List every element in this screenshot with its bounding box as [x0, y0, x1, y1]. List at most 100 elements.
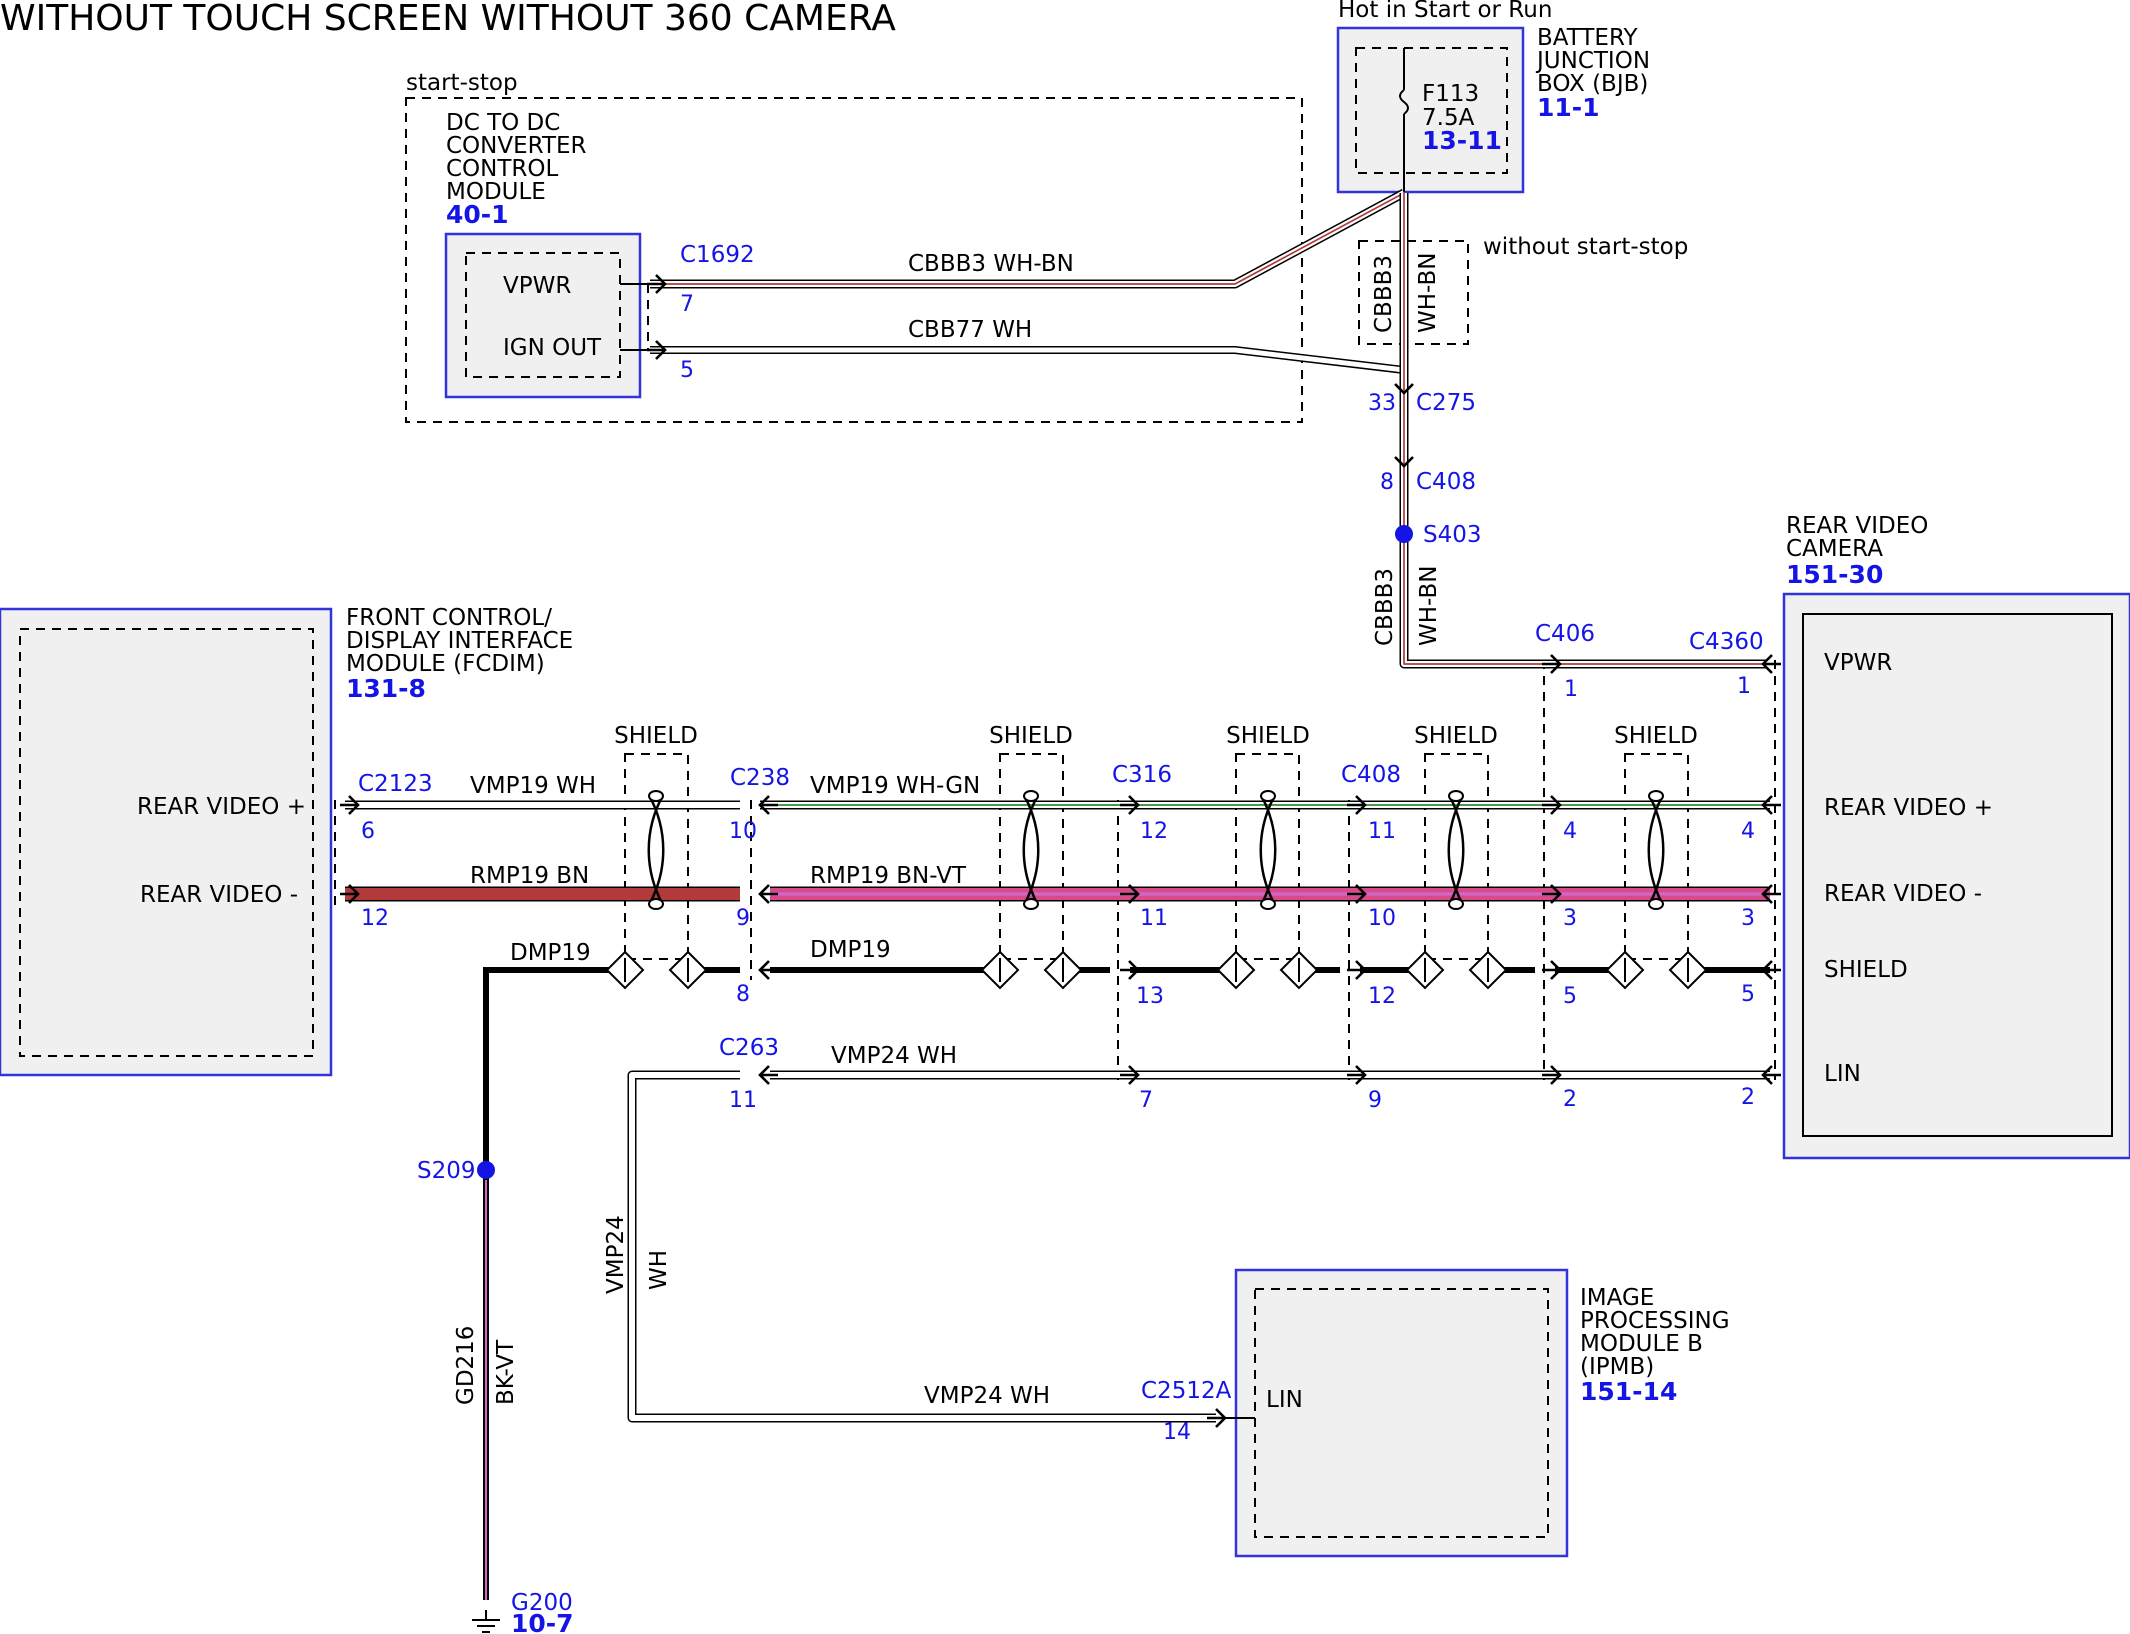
wire-label-cbbb3: CBBB3 WH-BN	[908, 251, 1074, 277]
wire-label-gd216-circuit: GD216	[453, 1326, 479, 1405]
fcdim-ref: 131-8	[346, 674, 426, 703]
pin-c4360-2: 2	[1741, 1085, 1755, 1110]
dcdc-name-1: DC TO DC	[446, 110, 560, 136]
arrow-c1692-7	[647, 274, 667, 294]
page-title: WITHOUT TOUCH SCREEN WITHOUT 360 CAMERA	[0, 0, 896, 39]
arrow-c408b-1	[1347, 884, 1367, 904]
arrow-c406-1	[1542, 654, 1562, 674]
pin-c4360-5: 5	[1741, 982, 1755, 1007]
pin-c316-7: 7	[1139, 1088, 1153, 1113]
pin-c4360-4: 4	[1741, 819, 1755, 844]
conn-c408-bottom: C408	[1341, 762, 1401, 788]
arrow-c238-2	[758, 960, 778, 980]
arrow-c406-2	[1542, 960, 1562, 980]
arrow-c406-3	[1542, 1065, 1562, 1085]
pin-c408-12: 12	[1368, 984, 1396, 1009]
wire-vmp24-b	[627, 1070, 1216, 1423]
conn-c1692: C1692	[680, 242, 755, 268]
wire-label-vmp24-v-color: WH	[646, 1250, 672, 1290]
pin-c263-11: 11	[729, 1088, 757, 1113]
conn-c2512a: C2512A	[1141, 1378, 1232, 1404]
arrow-c408b-3	[1347, 1065, 1367, 1085]
wire-label-cbbb3-v2-color: WH-BN	[1416, 566, 1442, 647]
camera-vpwr-pin: VPWR	[1824, 650, 1892, 676]
arrow-c406-1	[1542, 884, 1562, 904]
ipmb-name-4: (IPMB)	[1580, 1354, 1654, 1380]
pin-c275-33: 33	[1368, 391, 1396, 416]
pin-c316-11: 11	[1140, 906, 1168, 931]
shield-top-cap-3	[1448, 790, 1464, 802]
camera-rv-plus-pin: REAR VIDEO +	[1824, 795, 1993, 821]
shield-bottom-cap-2	[1260, 898, 1276, 910]
fcdim-rv-minus-pin: REAR VIDEO -	[140, 882, 298, 908]
ipmb-module: IMAGE PROCESSING MODULE B (IPMB) 151-14 …	[1234, 1268, 1730, 1558]
arrow-c2123-1	[340, 884, 360, 904]
arrow-c4360-0	[1761, 795, 1781, 815]
conn-g200: G200	[511, 1590, 573, 1616]
start-stop-group	[405, 97, 1303, 423]
arrow-c316-3	[1120, 1065, 1140, 1085]
bjb-name-3: BOX (BJB)	[1537, 71, 1648, 97]
conn-c406: C406	[1535, 621, 1595, 647]
arrow-c408-top	[1394, 456, 1414, 468]
shield-bottom-cap-1	[1023, 898, 1039, 910]
without-start-stop-box	[1358, 240, 1469, 345]
pin-c1692-5: 5	[680, 358, 694, 383]
shield-twist-icon-0	[647, 794, 665, 906]
shield-label-2: SHIELD	[1226, 723, 1310, 749]
start-stop-label: start-stop	[406, 70, 518, 96]
arrow-c238-1	[758, 884, 778, 904]
camera-ref: 151-30	[1786, 560, 1883, 589]
dcdc-name-3: CONTROL	[446, 156, 559, 182]
fuse-name: F113	[1422, 81, 1479, 107]
shield-label-3: SHIELD	[1414, 723, 1498, 749]
wire-cbb77-base	[650, 347, 1405, 373]
conn-s403: S403	[1423, 522, 1482, 548]
fcdim-name-3: MODULE (FCDIM)	[346, 651, 545, 677]
conn-c316: C316	[1112, 762, 1172, 788]
camera-name-2: CAMERA	[1786, 536, 1883, 562]
shield-top-cap-2	[1260, 790, 1276, 802]
conn-s209: S209	[417, 1158, 476, 1184]
without-start-stop-label: without start-stop	[1483, 234, 1688, 260]
fcdim-name-2: DISPLAY INTERFACE	[346, 628, 573, 654]
hot-in-start-run-label: Hot in Start or Run	[1338, 0, 1552, 23]
fuse-rating: 7.5A	[1422, 105, 1475, 131]
wire-label-vmp24-v-circuit: VMP24	[603, 1215, 629, 1294]
pin-c4360-1: 1	[1737, 674, 1751, 699]
ipmb-name-3: MODULE B	[1580, 1331, 1703, 1357]
dcdc-name-4: MODULE	[446, 179, 546, 205]
dcdc-ign-out-pin: IGN OUT	[503, 335, 602, 361]
dcdc-module: DC TO DC CONVERTER CONTROL MODULE 40-1 V…	[444, 110, 642, 399]
pin-c406-4: 4	[1563, 819, 1577, 844]
bjb-ref: 11-1	[1537, 93, 1600, 122]
pin-c2512a-14: 14	[1163, 1420, 1191, 1445]
wire-label-cbb77: CBB77 WH	[908, 317, 1032, 343]
ipmb-ref: 151-14	[1580, 1377, 1677, 1406]
pin-c4360-3: 3	[1741, 906, 1755, 931]
arrow-c408b-0	[1347, 795, 1367, 815]
wire-label-rmp19-a: RMP19 BN	[470, 863, 589, 889]
pin-c408-8: 8	[1380, 470, 1394, 495]
conn-c4360: C4360	[1689, 629, 1764, 655]
arrow-c316-2	[1120, 960, 1140, 980]
arrow-c4360-1	[1761, 654, 1781, 674]
wire-label-gd216-color: BK-VT	[493, 1339, 519, 1405]
wire-cbbb3-top-stripe	[650, 192, 1405, 285]
bjb-module: Hot in Start or Run F113 7.5A 13-11 BATT…	[1336, 0, 1650, 194]
arrows-layer	[340, 274, 1781, 1428]
pin-c408-11: 11	[1368, 819, 1396, 844]
arrow-c4360-3	[1761, 1065, 1781, 1085]
shield-label-0: SHIELD	[614, 723, 698, 749]
arrow-c2512a	[1207, 1408, 1227, 1428]
camera-shield-pin: SHIELD	[1824, 957, 1908, 983]
ipmb-lin-pin: LIN	[1266, 1387, 1303, 1413]
arrow-c408b-2	[1347, 960, 1367, 980]
pin-c406-3: 3	[1563, 906, 1577, 931]
arrow-c316-0	[1120, 795, 1140, 815]
pin-c316-13: 13	[1136, 984, 1164, 1009]
bjb-name-2: JUNCTION	[1535, 48, 1650, 74]
pin-c406-1: 1	[1564, 677, 1578, 702]
pin-c316-12: 12	[1140, 819, 1168, 844]
